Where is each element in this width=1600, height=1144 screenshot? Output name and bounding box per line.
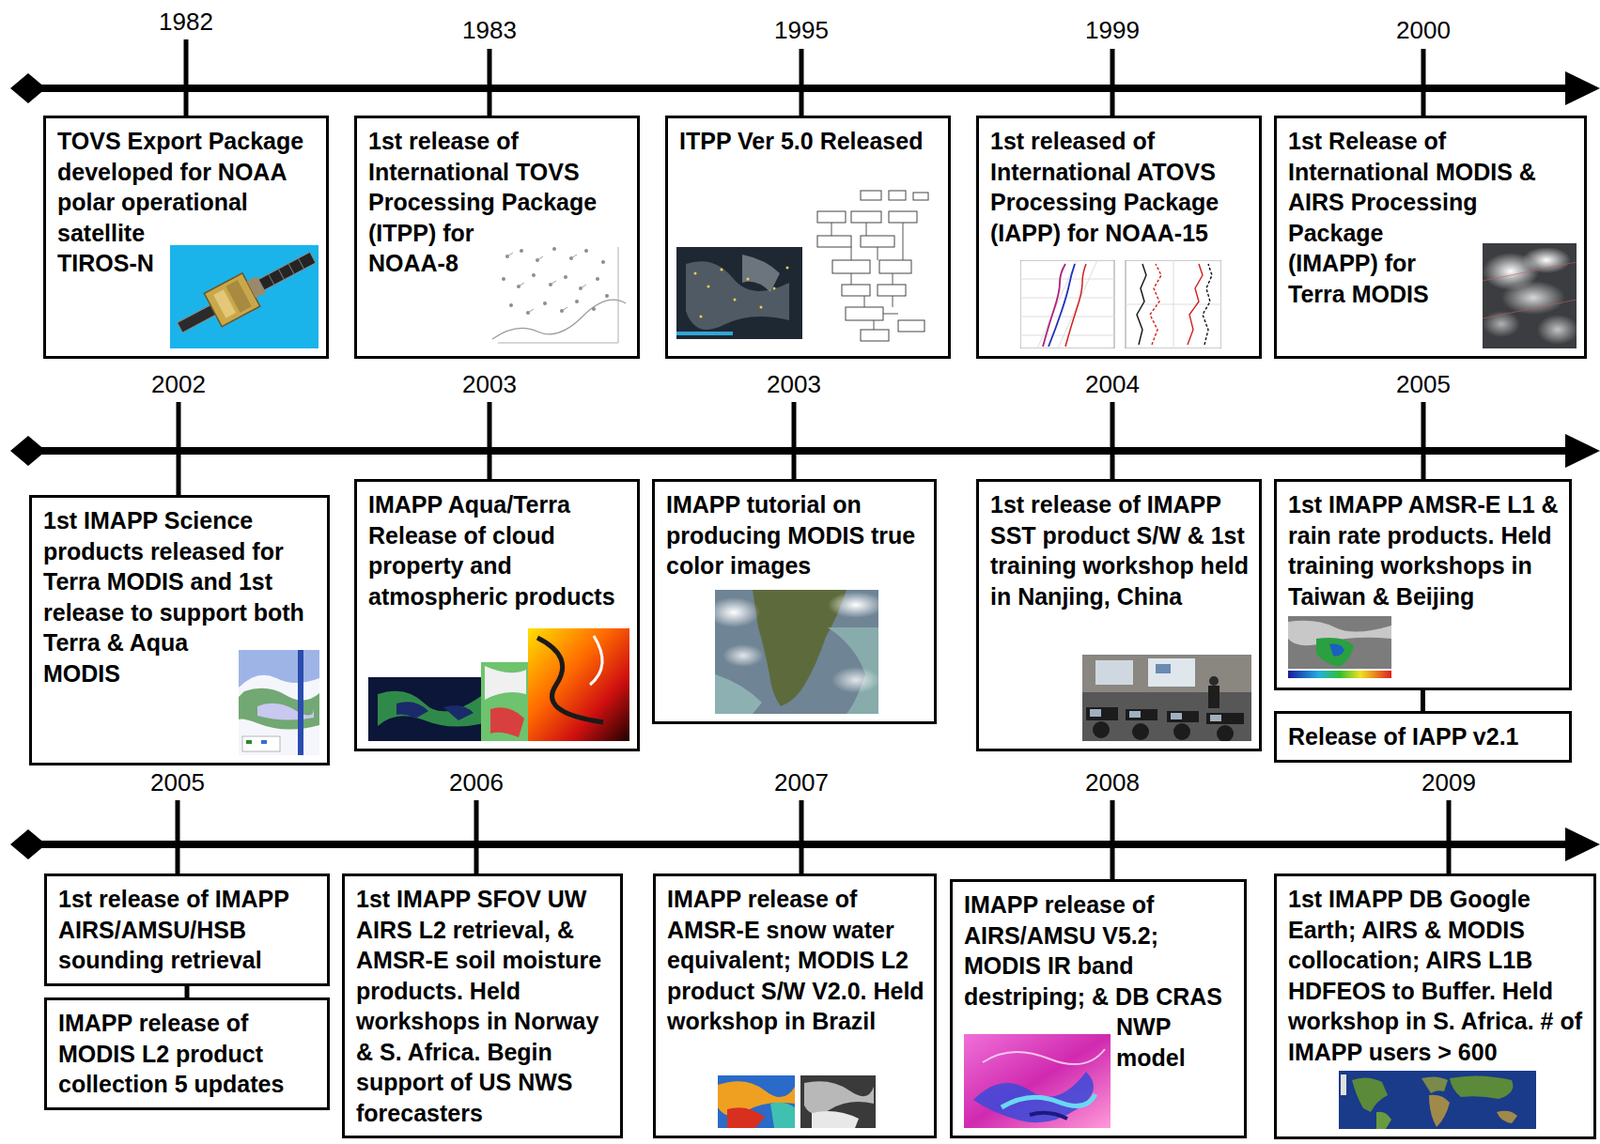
illustration-slot [1338, 1067, 1537, 1130]
event-text: TOVS Export Package developed for NOAA p… [57, 125, 319, 280]
illustration-slot [1082, 654, 1252, 742]
illustration-slot [368, 624, 630, 742]
event-text: IMAPP Aqua/Terra Release of cloud proper… [368, 489, 630, 612]
illustration-slot [170, 245, 319, 349]
year-label: 2005 [121, 768, 234, 797]
year-label: 2003 [737, 370, 851, 399]
event-box: IMAPP tutorial on producing MODIS true c… [652, 479, 937, 725]
nwp-model-image [963, 1034, 1111, 1129]
year-label: 2007 [745, 768, 858, 797]
event-box: 1st release of IMAPP AIRS/AMSU/HSB sound… [44, 873, 330, 987]
event-box: IMAPP Aqua/Terra Release of cloud proper… [354, 479, 640, 752]
illustration-slot [1020, 256, 1222, 349]
illustration-slot [717, 1071, 876, 1129]
event-box: 1st IMAPP DB Google Earth; AIRS & MODIS … [1273, 873, 1597, 1140]
illustration-slot [1288, 616, 1392, 681]
event-box: 1st Release of International MODIS & AIR… [1273, 115, 1587, 359]
itpp-pictures [676, 188, 944, 349]
event-box: IMAPP release of AIRS/AMSU V5.2; MODIS I… [949, 879, 1247, 1139]
satellite-picture [170, 245, 319, 349]
workshop-photo [1082, 654, 1252, 742]
cloud-image [1482, 243, 1577, 349]
event-box: 1st IMAPP AMSR-E L1 & rain rate products… [1273, 479, 1572, 691]
illustration-slot [963, 1034, 1111, 1129]
event-text: IMAPP release of MODIS L2 product collec… [58, 1008, 320, 1101]
product-map [238, 650, 320, 756]
true-color-image [714, 590, 879, 715]
event-text: 1st release of IMAPP AIRS/AMSU/HSB sound… [58, 884, 320, 977]
year-label: 2002 [122, 370, 235, 399]
year-label: 2008 [1056, 768, 1169, 797]
year-label: 1995 [745, 15, 858, 45]
profile-graphs [1020, 260, 1222, 349]
event-box: 1st release of International TOVS Proces… [354, 115, 640, 359]
event-box: 1st IMAPP SFOV UW AIRS L2 retrieval, & A… [341, 873, 623, 1139]
cloud-product-images [368, 628, 630, 742]
year-label: 1983 [433, 15, 546, 45]
event-box: IMAPP release of MODIS L2 product collec… [44, 997, 330, 1111]
year-label: 2009 [1392, 768, 1506, 797]
illustration-slot [1482, 243, 1577, 349]
illustration-slot [676, 185, 944, 349]
year-label: 2004 [1056, 370, 1169, 399]
illustration-slot [238, 650, 320, 756]
year-label: 2006 [419, 768, 533, 797]
rain-rate-image [1288, 616, 1392, 681]
year-label: 2000 [1366, 15, 1480, 45]
event-text: 1st IMAPP DB Google Earth; AIRS & MODIS … [1288, 884, 1586, 1068]
year-label: 2003 [433, 370, 546, 399]
event-box: Release of IAPP v2.1 [1273, 711, 1572, 763]
event-text: 1st release of International TOVS Proces… [368, 125, 630, 280]
event-box: IMAPP release of AMSR-E snow water equiv… [652, 873, 937, 1139]
snow-product-images [717, 1075, 876, 1129]
event-box: 1st release of IMAPP SST product S/W & 1… [976, 479, 1262, 752]
event-text: 1st Release of International MODIS & AIR… [1288, 125, 1577, 310]
event-text: ITPP Ver 5.0 Released [679, 125, 941, 157]
year-label: 1982 [129, 7, 243, 36]
event-box: ITPP Ver 5.0 Released [665, 115, 951, 359]
event-text: IMAPP release of AIRS/AMSU V5.2; MODIS I… [963, 889, 1237, 1073]
event-text: IMAPP tutorial on producing MODIS true c… [666, 489, 927, 582]
event-text: 1st IMAPP Science products released for … [43, 505, 320, 689]
event-text: 1st IMAPP SFOV UW AIRS L2 retrieval, & A… [356, 884, 613, 1129]
connector-line [185, 986, 190, 999]
illustration-slot [714, 586, 879, 715]
event-text: 1st IMAPP AMSR-E L1 & rain rate products… [1288, 489, 1562, 612]
illustration-slot [488, 237, 630, 349]
event-box: 1st IMAPP Science products released for … [29, 495, 330, 766]
world-map-image [1338, 1071, 1537, 1130]
connector-line [1420, 690, 1426, 712]
event-text: 1st released of International ATOVS Proc… [990, 125, 1252, 249]
year-label: 2005 [1366, 370, 1480, 399]
event-box: 1st released of International ATOVS Proc… [976, 115, 1262, 359]
station-plot-map [488, 237, 630, 349]
event-text: 1st release of IMAPP SST product S/W & 1… [990, 489, 1252, 612]
event-box: TOVS Export Package developed for NOAA p… [43, 115, 329, 359]
year-label: 1999 [1056, 15, 1169, 45]
event-text: Release of IAPP v2.1 [1288, 721, 1562, 753]
event-text: IMAPP release of AMSR-E snow water equiv… [667, 884, 927, 1038]
